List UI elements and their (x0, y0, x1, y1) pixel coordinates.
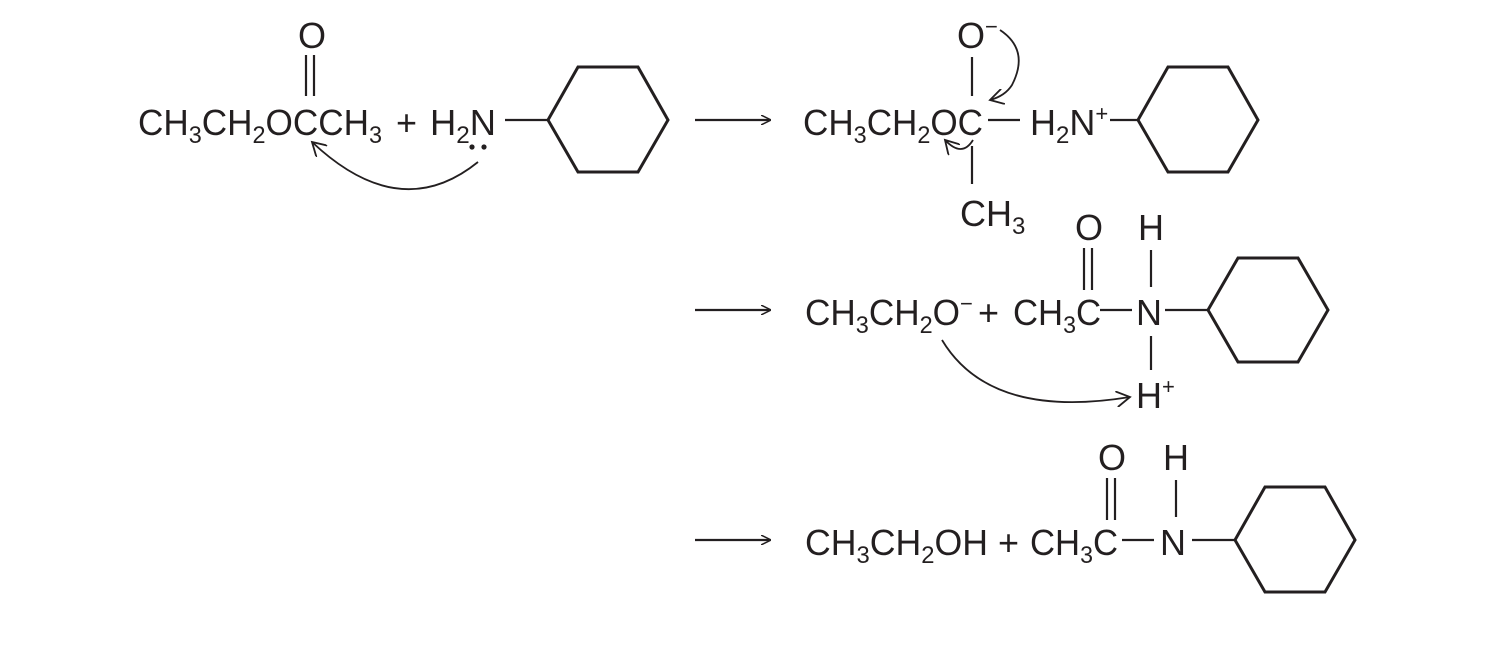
ethyl-acetate-formula: CH3CH2OCCH3 (138, 102, 382, 149)
cyclohexane-ring (1233, 485, 1357, 594)
negative-charge: − (960, 291, 973, 316)
acidic-proton: H+ (1136, 374, 1175, 416)
curved-arrow-reform-carbonyl (990, 29, 1020, 100)
hydrogen: H (1163, 437, 1189, 478)
amine-formula: H2N (430, 102, 496, 149)
nitrogen: N (1136, 292, 1162, 333)
curved-arrow-leaving-group (945, 140, 974, 149)
oxide-anion: O− (957, 14, 998, 56)
plus-sign: + (998, 522, 1019, 563)
acyl-formula: CH3C (1013, 292, 1101, 339)
reactants: CH3CH2OCCH3 O + H2N (138, 15, 670, 190)
acyl-formula: CH3C (1030, 522, 1118, 569)
plus-sign: + (396, 102, 417, 143)
intermediate-left-formula: CH3CH2OC (803, 102, 983, 149)
cyclohexane-ring (1206, 256, 1330, 364)
ammonium-formula: H2N+ (1030, 101, 1108, 149)
cyclohexane-ring (1136, 65, 1260, 174)
cyclohexane-ring (546, 65, 670, 174)
plus-sign: + (978, 292, 999, 333)
ethoxide-and-protonated-amide: CH3CH2O − + CH3C O N H H+ (805, 207, 1330, 416)
carbonyl-oxygen: O (1075, 207, 1103, 248)
tetrahedral-intermediate: CH3CH2OC O− CH3 H2N+ (803, 14, 1260, 240)
lone-pair-dot (469, 144, 475, 150)
hydrogen: H (1138, 207, 1164, 248)
curved-arrow-deprotonation (941, 339, 1130, 402)
nitrogen: N (1160, 522, 1186, 563)
carbonyl-oxygen: O (298, 15, 326, 56)
carbonyl-oxygen: O (1098, 437, 1126, 478)
ethoxide-formula: CH3CH2O (805, 292, 960, 339)
methyl-group: CH3 (960, 193, 1025, 240)
curved-arrow-attack (312, 142, 479, 190)
products: CH3CH2OH + CH3C O N H (805, 437, 1357, 594)
lone-pair-dot (481, 144, 487, 150)
ethanol-formula: CH3CH2OH (805, 522, 988, 569)
